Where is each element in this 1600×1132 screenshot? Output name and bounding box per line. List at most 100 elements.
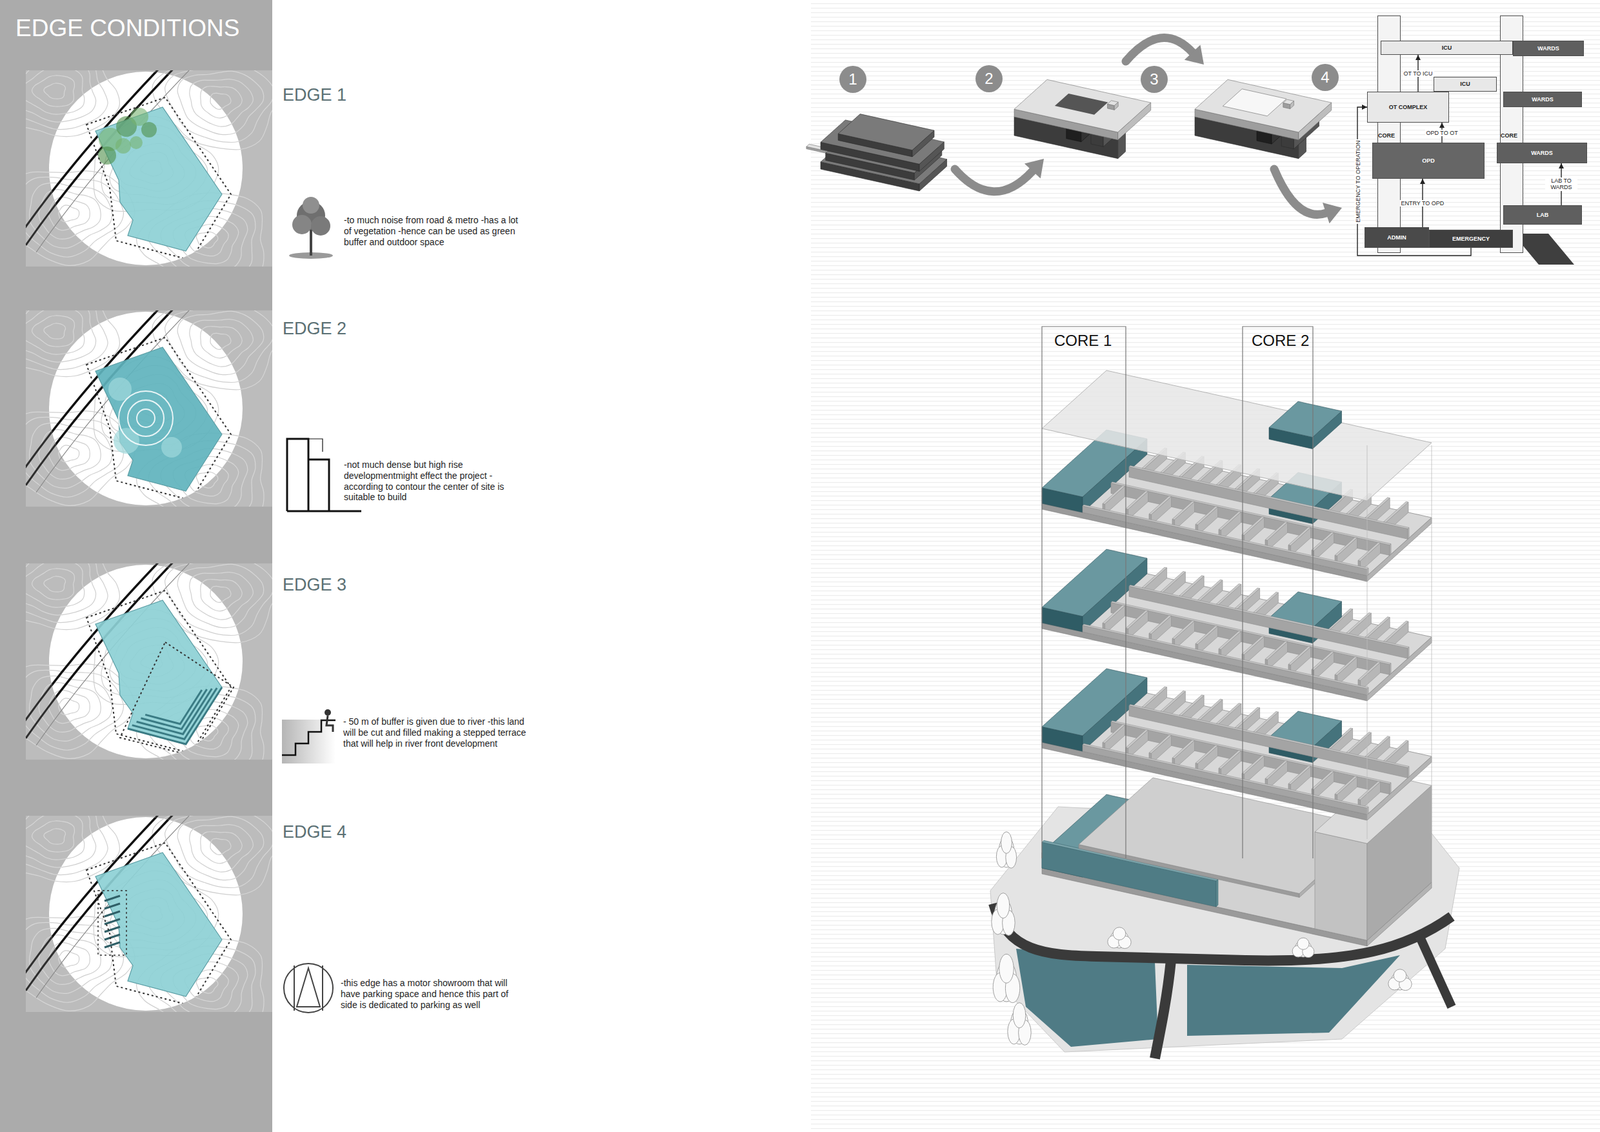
tree xyxy=(1107,927,1131,949)
block-face xyxy=(1195,745,1219,764)
block-face xyxy=(1283,99,1295,105)
tree-crown xyxy=(310,216,331,236)
site-circle xyxy=(49,564,243,759)
contour-line xyxy=(48,941,90,975)
floor-slab: WARDS xyxy=(1503,91,1582,108)
block-face xyxy=(1149,615,1172,635)
block-face xyxy=(1358,781,1381,800)
site-detail xyxy=(0,41,284,286)
block-face xyxy=(1334,537,1358,557)
parking-stripe xyxy=(104,926,120,932)
site-boundary xyxy=(86,842,231,1006)
contour-line xyxy=(32,820,75,852)
contour-line xyxy=(196,471,219,488)
tree-crown xyxy=(1297,937,1310,950)
contour-line xyxy=(43,83,66,99)
tree-canopy xyxy=(141,121,157,138)
contour-line xyxy=(20,921,124,1002)
floor-slab: ICU xyxy=(1380,40,1513,55)
core-label: CORE 2 xyxy=(1251,331,1310,351)
contour-line xyxy=(189,79,254,127)
block-face xyxy=(1172,740,1195,759)
contour-line xyxy=(177,70,264,135)
tree-crown xyxy=(1112,927,1126,940)
build-zone-ring xyxy=(118,390,173,446)
parking-boundary xyxy=(98,890,127,955)
node-text: EMERGENCY xyxy=(1452,235,1490,242)
contour-line xyxy=(189,824,254,872)
parking-stripe xyxy=(104,895,120,901)
block-face xyxy=(1265,760,1288,780)
block-face xyxy=(1288,527,1311,546)
site-plan xyxy=(0,281,284,526)
contour-line xyxy=(200,326,242,359)
tree-crown xyxy=(996,892,1010,919)
block-face xyxy=(1288,765,1311,785)
contour-line xyxy=(177,816,264,880)
core-label: CORE 1 xyxy=(1054,331,1112,351)
flow-arrow xyxy=(1274,169,1326,215)
block-face xyxy=(1346,612,1372,633)
block-face xyxy=(1346,731,1372,753)
stepped-terrace xyxy=(145,689,202,724)
contour-line xyxy=(0,290,108,370)
block-face xyxy=(1383,501,1409,522)
block-face xyxy=(1149,496,1172,515)
contour-line xyxy=(200,86,242,119)
block-face xyxy=(1107,100,1119,106)
block-face xyxy=(1389,782,1391,795)
block-face xyxy=(1383,740,1409,761)
tree xyxy=(992,953,1020,1002)
block-face xyxy=(1102,724,1126,744)
block-face xyxy=(1149,734,1172,754)
massing-model xyxy=(1014,79,1151,159)
contour-group xyxy=(25,815,273,1012)
contour-line xyxy=(43,576,66,592)
contour-line xyxy=(20,307,84,355)
connector-label: OT TO ICU xyxy=(1402,70,1435,77)
tree xyxy=(991,892,1015,936)
tree-canopy xyxy=(115,138,131,154)
contour-line xyxy=(20,67,84,115)
tree-crown xyxy=(292,214,312,235)
edge-icons xyxy=(281,196,362,1013)
stepped-terrace xyxy=(140,689,207,730)
contour-line xyxy=(20,812,84,860)
block-face xyxy=(1125,729,1149,749)
block-face xyxy=(1195,625,1219,645)
step-circle xyxy=(1311,63,1339,91)
block-face xyxy=(1234,707,1260,728)
tree-crown xyxy=(1001,831,1013,854)
edge-note: -not much dense but high rise developmen… xyxy=(343,459,522,503)
contour-line xyxy=(48,689,90,723)
block-face xyxy=(1365,736,1391,757)
node-text: OT COMPLEX xyxy=(1389,103,1428,111)
site-circle xyxy=(49,71,243,266)
node-text: WARDS xyxy=(1537,45,1560,52)
contour-line xyxy=(165,303,275,383)
sheet-title: EDGE CONDITIONS xyxy=(15,14,240,43)
block-face xyxy=(1311,651,1335,671)
block-face xyxy=(1194,79,1332,133)
connector-label: OPD TO OT xyxy=(1425,129,1460,137)
site-circle xyxy=(49,816,243,1011)
site-boundary xyxy=(86,97,231,260)
parking-stripe xyxy=(104,918,120,924)
block-face xyxy=(1216,878,1219,907)
buffer-boundary xyxy=(120,641,234,756)
site-patch xyxy=(113,427,140,454)
contour-tile xyxy=(25,563,273,760)
block-face xyxy=(1179,575,1205,597)
sheet-ground xyxy=(810,0,1600,1132)
building-icon xyxy=(308,438,323,452)
block-face xyxy=(1407,647,1410,659)
block-face xyxy=(1334,776,1358,795)
site-boundary xyxy=(86,590,231,753)
site-plan xyxy=(0,534,284,779)
contour-tile xyxy=(25,815,273,1012)
contour-line xyxy=(210,92,231,110)
floor-slab: OPD xyxy=(1372,142,1485,179)
block-face xyxy=(1197,579,1223,600)
block-face xyxy=(1389,543,1391,556)
person-body xyxy=(326,715,333,732)
